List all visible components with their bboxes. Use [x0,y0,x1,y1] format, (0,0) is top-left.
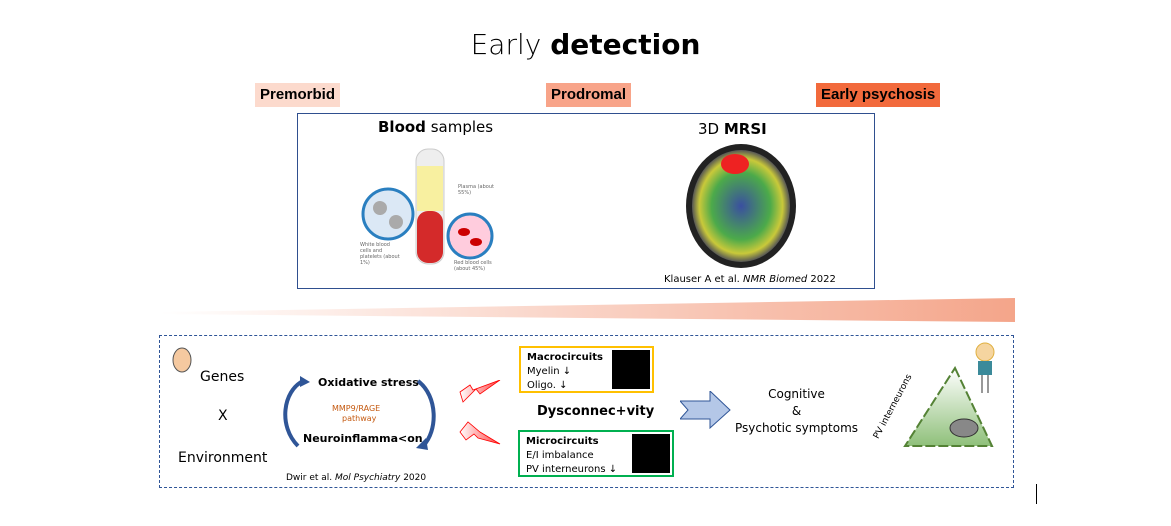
dysconnectivity-label: Dysconnec+vity [537,404,655,419]
outcome-label: Cognitive&Psychotic symptoms [734,387,859,435]
stage-early-psychosis: Early psychosis [816,83,941,107]
mrsi-brain-image [686,144,796,268]
microcircuits-box: Microcircuits E/I imbalance PV interneur… [518,430,674,477]
plasma-label: Plasma (about 55%) [458,184,494,196]
environment-label: Environment [178,450,268,466]
blood-samples-title: Blood samples [378,118,494,136]
myelin-label: Myelin ↓ [527,366,572,377]
rbc-label: Red blood cells (about 45%) [454,260,492,272]
wbc-label: White blood cells and platelets (about 1… [360,242,400,266]
mechanism-box: Genes X Environment Oxidative stress MMP… [159,335,1014,488]
stage-prodromal: Prodromal [546,83,632,107]
mrsi-citation: Klauser A et al. NMR Biomed 2022 [664,274,836,285]
text-cursor [1036,484,1037,504]
pathway-label-1: MMP9/RAGE [332,404,381,413]
x-label: X [218,408,228,424]
methods-panel: Blood samples Plasma (about 55%) White b… [297,113,875,289]
stage-premorbid: Premorbid [255,83,341,107]
brain-dti-image [612,350,650,389]
oxidative-stress-label: Oxidative stress [318,376,419,389]
ei-imbalance-label: E/I imbalance [526,450,594,461]
blood-tube-illustration [361,148,494,265]
dwir-citation: Dwir et al. Mol Psychiatry 2020 [286,473,427,483]
macro-title: Macrocircuits [527,352,603,363]
brain-mri-image [632,434,670,473]
progression-ramp [160,298,1015,322]
cycle-arrows [283,376,436,450]
right-arrow-icon [680,391,731,429]
slide-title: Early detection [470,28,701,61]
pathway-label-2: pathway [342,414,377,423]
genes-label: Genes [200,369,245,385]
micro-title: Microcircuits [526,436,599,447]
oligo-label: Oligo. ↓ [527,380,568,391]
mouse-icon [172,347,192,373]
pv-interneurons-label: PV interneurons ↓ [526,464,618,475]
macrocircuits-box: Macrocircuits Myelin ↓ Oligo. ↓ [519,346,654,393]
mrsi-title: 3D MRSI [698,120,767,138]
lightning-icons [459,380,501,445]
neuroinflammation-label: Neuroinflamma<on [303,432,423,445]
pv-interneuron-triangle [903,366,994,447]
child-icon [975,342,995,393]
